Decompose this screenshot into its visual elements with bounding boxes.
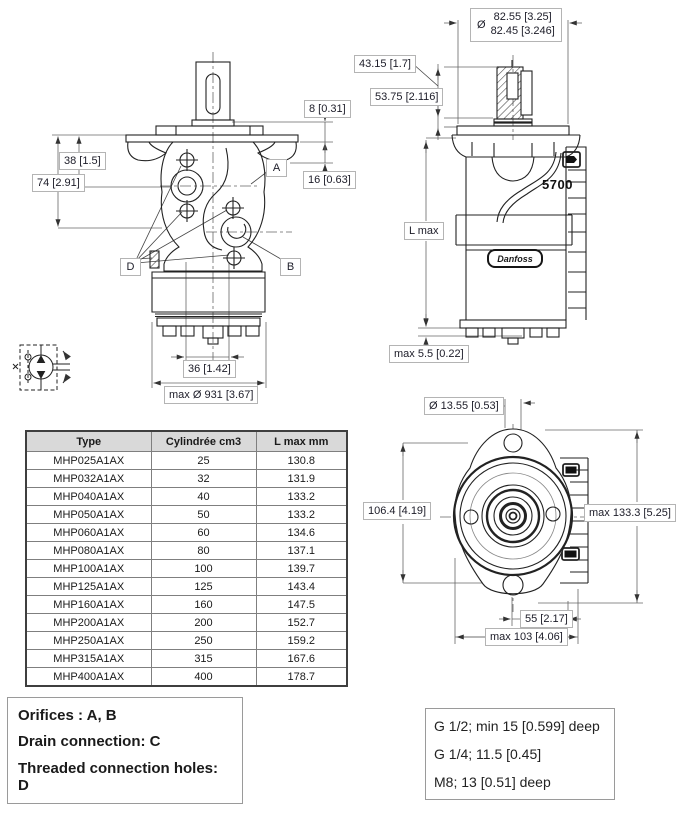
side-view-drawing xyxy=(451,55,587,345)
table-cell: MHP050A1AX xyxy=(25,505,152,524)
table-cell: 315 xyxy=(150,649,257,668)
table-cell: MHP025A1AX xyxy=(25,451,152,470)
table-cell: MHP125A1AX xyxy=(25,577,152,596)
table-cell: MHP080A1AX xyxy=(25,541,152,560)
dim-max103-box: max 103 [4.06] xyxy=(485,628,568,647)
table-cell: 137.1 xyxy=(255,541,348,560)
shaft-dia-upper: 82.55 [3.25] xyxy=(493,11,552,23)
table-cell: 25 xyxy=(150,451,257,470)
table-cell: 133.2 xyxy=(255,487,348,506)
model-number-label: 5700 xyxy=(542,177,573,192)
dim-lmax-box: L max xyxy=(404,222,444,241)
table-header-row: Type Cylindrée cm3 L max mm xyxy=(25,430,348,452)
holes-label-d: D xyxy=(120,258,141,277)
col-header-displacement: Cylindrée cm3 xyxy=(150,430,257,452)
table-cell: 152.7 xyxy=(255,613,348,632)
table-cell: 80 xyxy=(150,541,257,560)
port-label-a: A xyxy=(266,159,287,178)
dim-74-box: 74 [2.91] xyxy=(32,174,85,193)
dim-max55-box: max 5.5 [0.22] xyxy=(389,345,469,364)
note-line: Orifices : A, B xyxy=(18,706,117,724)
table-cell: MHP160A1AX xyxy=(25,595,152,614)
dim-max133-box: max 133.3 [5.25] xyxy=(584,504,676,523)
shaft-dia-lower: 82.45 [3.246] xyxy=(490,24,555,37)
table-cell: 160 xyxy=(150,595,257,614)
dim-53-box: 53.75 [2.116] xyxy=(370,88,444,107)
note-line: G 1/2; min 15 [0.599] deep xyxy=(434,718,600,734)
table-cell: 40 xyxy=(150,487,257,506)
note-line: G 1/4; 11.5 [0.45] xyxy=(434,746,542,762)
table-cell: 50 xyxy=(150,505,257,524)
dim-106-box: 106.4 [4.19] xyxy=(363,502,432,521)
table-cell: MHP032A1AX xyxy=(25,469,152,488)
dim-16-box: 16 [0.63] xyxy=(303,171,356,190)
note-line: Drain connection: C xyxy=(18,733,161,751)
dim-43-box: 43.15 [1.7] xyxy=(354,55,416,74)
table-cell: MHP400A1AX xyxy=(25,667,152,687)
col-header-type: Type xyxy=(25,430,152,452)
table-cell: 159.2 xyxy=(255,631,348,650)
table-cell: MHP060A1AX xyxy=(25,523,152,542)
dim-8-box: 8 [0.31] xyxy=(304,100,351,119)
table-cell: 131.9 xyxy=(255,469,348,488)
dim-38-box: 38 [1.5] xyxy=(59,152,106,171)
hydraulic-motor-symbol-icon xyxy=(12,344,71,391)
table-cell: MHP100A1AX xyxy=(25,559,152,578)
col-header-lmax: L max mm xyxy=(255,430,348,452)
table-cell: MHP040A1AX xyxy=(25,487,152,506)
diameter-symbol: Ø xyxy=(477,18,486,31)
table-cell: 400 xyxy=(150,667,257,687)
note-line: Threaded connection holes: D xyxy=(18,760,219,795)
table-cell: 100 xyxy=(150,559,257,578)
rear-view-drawing xyxy=(452,428,589,596)
port-label-b: B xyxy=(280,258,301,277)
dim-max-dia-box: max Ø 931 [3.67] xyxy=(164,386,259,405)
table-cell: MHP315A1AX xyxy=(25,649,152,668)
note-line: M8; 13 [0.51] deep xyxy=(434,774,551,790)
table-cell: 250 xyxy=(150,631,257,650)
table-cell: 130.8 xyxy=(255,451,348,470)
table-cell: 32 xyxy=(150,469,257,488)
table-cell: 134.6 xyxy=(255,523,348,542)
danfoss-logo: Danfoss xyxy=(487,249,543,268)
table-cell: MHP250A1AX xyxy=(25,631,152,650)
shaft-dia-box: Ø 82.55 [3.25] 82.45 [3.246] xyxy=(470,8,562,42)
table-cell: 60 xyxy=(150,523,257,542)
notes-left-box: Orifices : A, B Drain connection: C Thread… xyxy=(7,697,243,804)
front-view-drawing xyxy=(125,61,299,345)
dim-36-box: 36 [1.42] xyxy=(183,360,236,379)
table-cell: 133.2 xyxy=(255,505,348,524)
dim-hole-dia-box: Ø 13.55 [0.53] xyxy=(424,397,504,416)
table-cell: 125 xyxy=(150,577,257,596)
table-cell: 200 xyxy=(150,613,257,632)
table-cell: 139.7 xyxy=(255,559,348,578)
notes-right-box: G 1/2; min 15 [0.599] deep G 1/4; 11.5 [0… xyxy=(425,708,615,800)
table-cell: MHP200A1AX xyxy=(25,613,152,632)
table-cell: 167.6 xyxy=(255,649,348,668)
table-cell: 178.7 xyxy=(255,667,348,687)
dim-55-box: 55 [2.17] xyxy=(520,610,573,629)
table-cell: 143.4 xyxy=(255,577,348,596)
table-cell: 147.5 xyxy=(255,595,348,614)
